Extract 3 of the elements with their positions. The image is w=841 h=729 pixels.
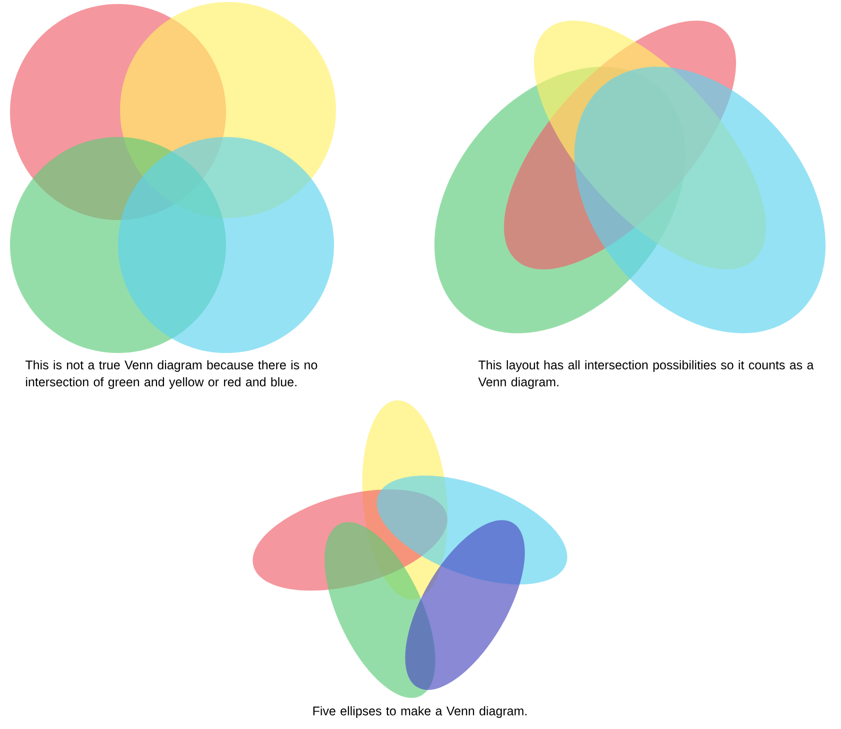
caption: Five ellipses to make a Venn diagram. (313, 706, 526, 718)
caption: This layout has all intersection possibilities so it counts as a Venn diagram. (478, 360, 814, 389)
caption: This is not a true Venn diagram because there is no intersection of green and yellow or red and blue. (25, 360, 318, 389)
